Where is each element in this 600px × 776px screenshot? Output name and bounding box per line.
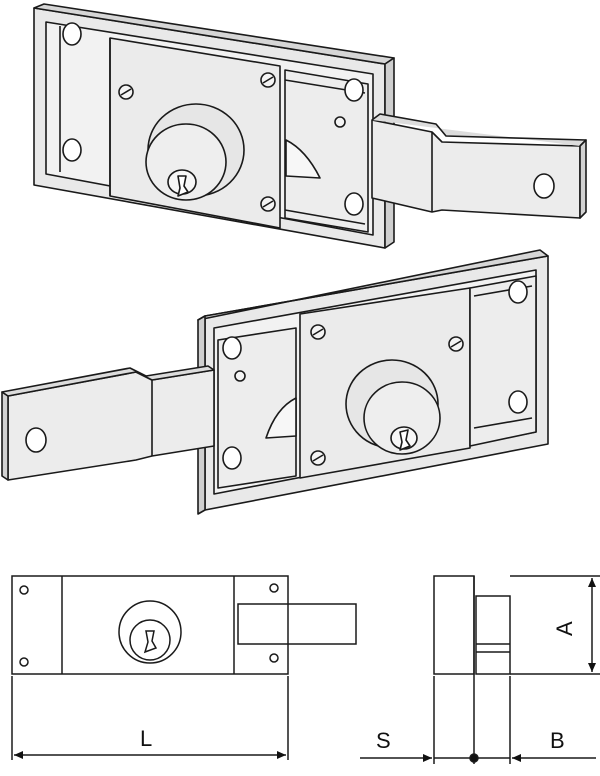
side-elevation (360, 575, 600, 764)
front-keyhole (143, 630, 158, 654)
mount-hole (62, 22, 82, 46)
mount-hole (222, 446, 242, 470)
front-mount-hole (19, 585, 29, 595)
side-bolt (475, 595, 511, 675)
mount-hole (62, 138, 82, 162)
mount-hole (508, 390, 528, 414)
mount-hole (222, 336, 242, 360)
dimension-label-S: S (376, 728, 391, 753)
front-mount-hole (19, 657, 29, 667)
front-elevation (11, 575, 357, 760)
front-cylinder-inner (129, 619, 171, 661)
dimension-label-B: B (550, 728, 565, 753)
front-cylinder-outer (118, 600, 182, 664)
lock-left-hand-isometric (1, 249, 549, 515)
front-mount-hole (269, 583, 279, 593)
front-mount-hole (269, 653, 279, 663)
dimension-label-A: A (552, 621, 577, 636)
side-case (433, 575, 475, 675)
keyhole (177, 175, 189, 197)
dimension-label-L: L (140, 726, 152, 751)
lock-right-hand-isometric (33, 3, 587, 249)
mount-hole (344, 78, 364, 102)
mount-hole (344, 192, 364, 216)
reference-dot (469, 753, 479, 763)
bolt-hole (533, 173, 555, 199)
keyhole (399, 429, 411, 451)
mount-hole (508, 280, 528, 304)
bolt-hole (25, 427, 47, 453)
front-bolt (237, 603, 357, 645)
